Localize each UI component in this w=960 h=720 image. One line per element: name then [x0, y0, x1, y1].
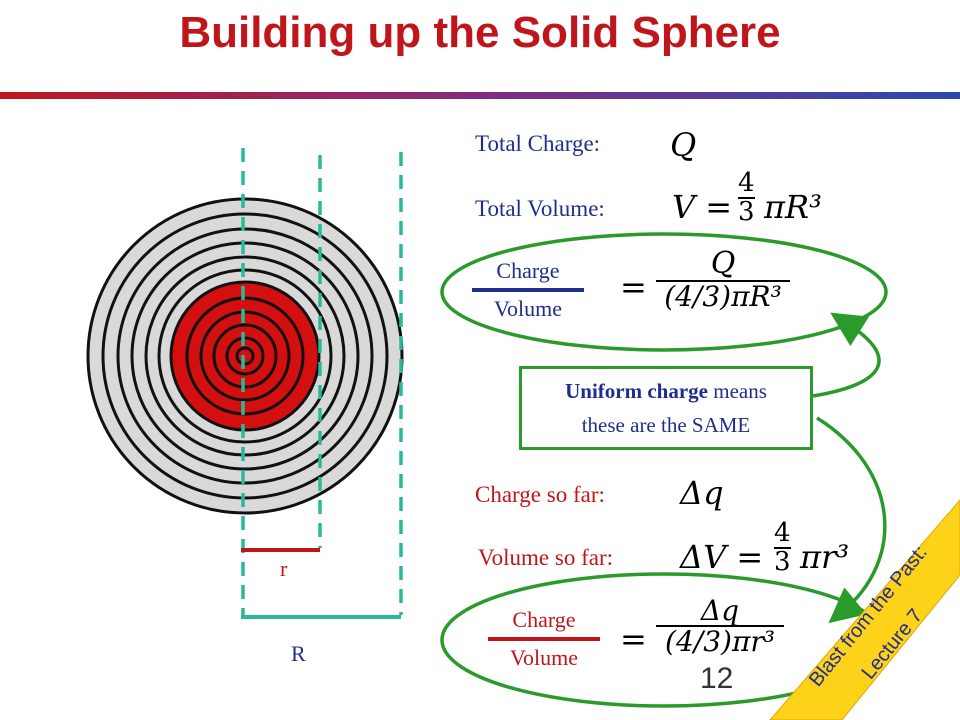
sofar-bar — [774, 547, 791, 550]
core-shell-6 — [235, 346, 255, 366]
charge-volume-bar-bottom — [488, 637, 600, 641]
volume-word-bottom: Volume — [509, 645, 579, 670]
arrow-to-top — [812, 312, 881, 398]
callout-line-1: Uniform charge means — [522, 375, 810, 409]
charge-volume-bar — [472, 288, 584, 292]
bottom-equals: = — [620, 620, 647, 658]
callout-bold: Uniform charge — [565, 379, 708, 403]
dashed-guides — [241, 148, 403, 615]
top-density-fraction: Q (4/3)πR³ — [656, 248, 790, 311]
charge-word-bottom: Charge — [512, 607, 576, 632]
fraction-numerator: 4 — [738, 168, 755, 198]
density-numerator: Q — [710, 246, 736, 281]
total-volume-lhs: V = — [672, 188, 733, 226]
charge-so-far-symbol: Δq — [680, 474, 724, 512]
charge-word: Charge — [496, 258, 560, 283]
top-equals: = — [620, 268, 647, 306]
callout-rest: means — [707, 379, 767, 403]
top-ellipse — [440, 232, 888, 352]
density-denominator: (4/3)πR³ — [664, 279, 782, 313]
volume-so-far-label: Volume so far: — [478, 545, 614, 570]
bottom-charge-volume-fraction: Charge Volume — [488, 607, 600, 671]
total-charge-label: Total Charge: — [475, 131, 601, 156]
slide-title: Building up the Solid Sphere — [179, 8, 781, 57]
bottom-density-numerator: Δq — [700, 594, 740, 627]
fraction-denominator: 3 — [738, 197, 755, 228]
total-volume-rhs: πR³ — [764, 188, 822, 226]
charged-core — [169, 280, 321, 432]
total-volume-label: Total Volume: — [475, 196, 605, 221]
title-divider — [0, 92, 960, 99]
volume-so-far-lhs: ΔV = — [680, 538, 764, 576]
bottom-density-denominator: (4/3)πr³ — [665, 625, 775, 659]
fraction-bar — [738, 197, 755, 200]
uniform-charge-callout: Uniform charge means these are the SAME — [519, 366, 813, 450]
sofar-denominator: 3 — [774, 547, 791, 578]
R-label: R — [291, 641, 306, 666]
arrow-to-bottom — [816, 416, 887, 624]
charge-so-far-label: Charge so far: — [475, 482, 605, 507]
sofar-numerator: 4 — [774, 518, 791, 548]
r-label: r — [280, 556, 288, 581]
density-bar — [656, 279, 790, 282]
slide-number: 12 — [700, 662, 734, 695]
volume-so-far-rhs: πr³ — [800, 538, 850, 576]
bottom-density-bar — [656, 625, 784, 628]
callout-line-2: these are the SAME — [581, 412, 751, 437]
bottom-density-fraction: Δq (4/3)πr³ — [656, 596, 784, 657]
total-volume-fraction: 4 3 — [738, 168, 755, 228]
top-charge-volume-fraction: Charge Volume — [472, 258, 584, 322]
volume-word: Volume — [493, 296, 563, 321]
total-charge-symbol: Q — [670, 126, 697, 164]
volume-so-far-fraction: 4 3 — [774, 518, 791, 578]
